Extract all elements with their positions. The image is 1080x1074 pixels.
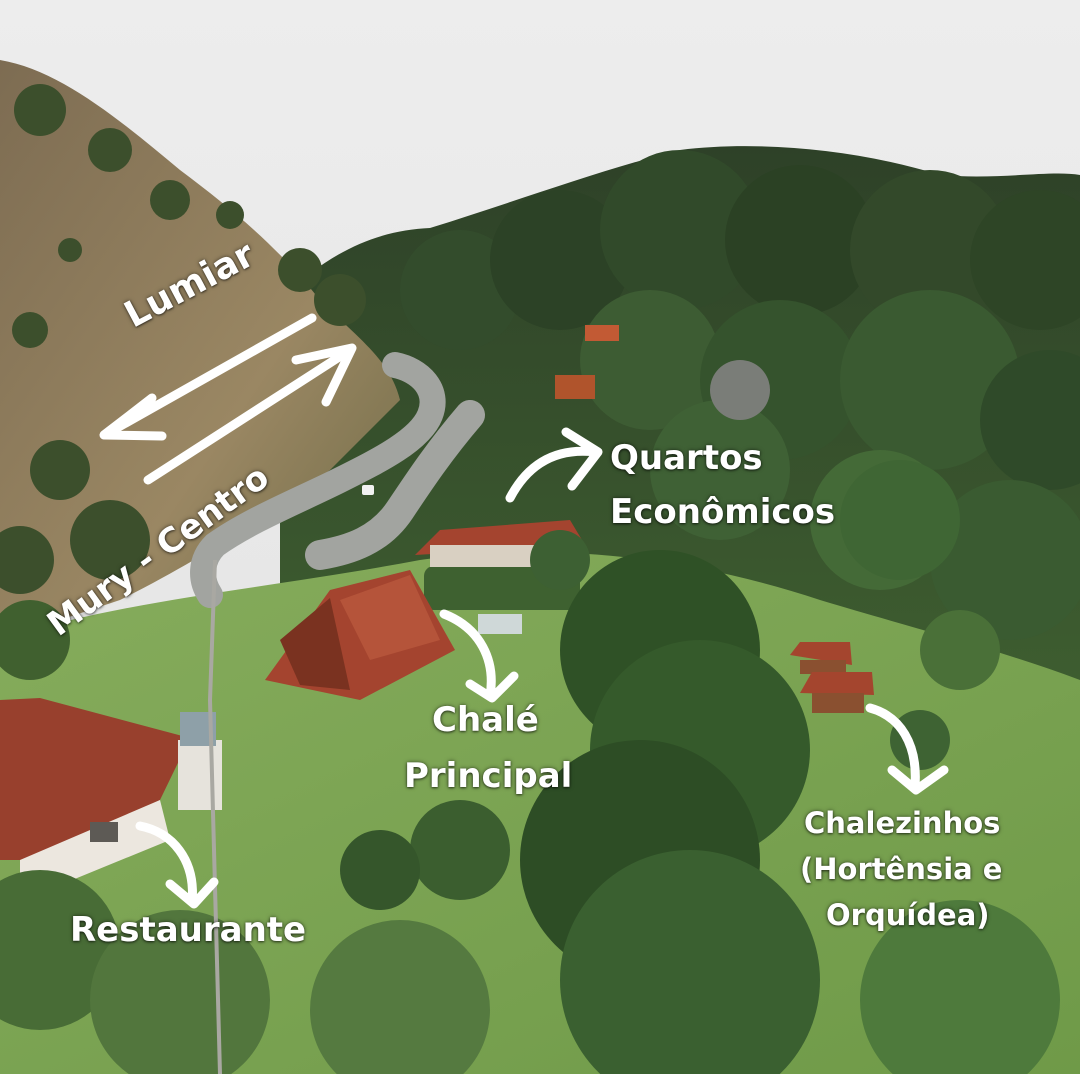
chalezinhos-buildings	[790, 642, 874, 713]
quartos-arrow-icon	[505, 427, 603, 503]
label-chalezinhos-line3: Orquídea)	[826, 898, 990, 932]
chalezinhos-arrow-icon	[865, 703, 949, 795]
label-chale-line2: Principal	[404, 756, 573, 796]
label-chalezinhos-line1: Chalezinhos	[804, 806, 1001, 840]
label-restaurante: Restaurante	[70, 910, 307, 950]
mury-arrow-icon	[143, 343, 357, 485]
far-houses	[555, 325, 619, 399]
hillside-trees	[0, 84, 366, 594]
label-quartos-line2: Econômicos	[610, 492, 836, 532]
bare-tree	[207, 559, 222, 1074]
left-hillside	[0, 60, 400, 640]
road-lower	[305, 400, 485, 570]
label-quartos-line1: Quartos	[610, 438, 763, 478]
car	[362, 485, 374, 495]
lumiar-arrow-icon	[99, 313, 317, 441]
restaurante-building	[0, 698, 222, 885]
chale-principal-building	[265, 570, 455, 700]
chale-arrow-icon	[439, 609, 519, 703]
label-chale-line1: Chalé	[432, 700, 539, 740]
label-chalezinhos-line2: (Hortênsia e	[800, 852, 1003, 886]
pool	[478, 614, 522, 634]
foreground-trees	[0, 460, 1060, 1074]
restaurante-arrow-icon	[135, 821, 219, 909]
road	[190, 352, 446, 608]
forest-canopy	[400, 150, 1080, 640]
